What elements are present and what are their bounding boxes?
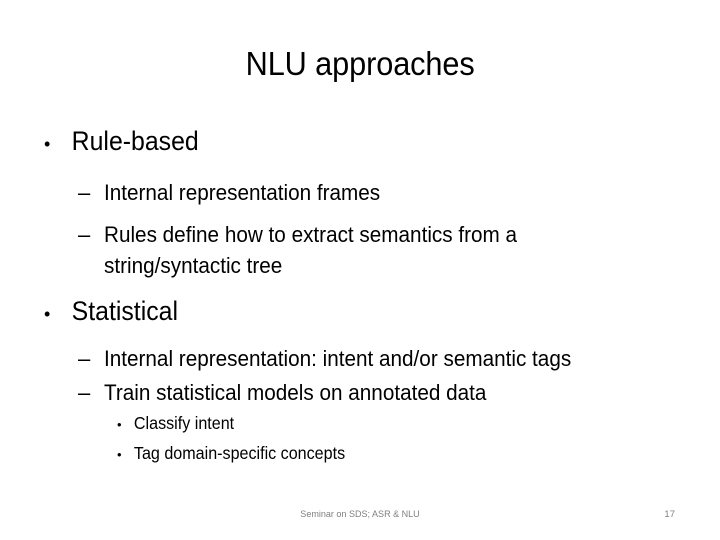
page-title: NLU approaches bbox=[245, 45, 475, 82]
bullet-dot-icon: • bbox=[117, 417, 122, 432]
spacer bbox=[30, 209, 695, 219]
bullet-item-internal-representation-intent: – Internal representation: intent and/or… bbox=[30, 343, 695, 374]
spacer bbox=[30, 282, 695, 294]
spacer bbox=[30, 333, 695, 343]
bullet-label: Rule-based bbox=[71, 126, 199, 156]
bullet-item-rules-define: – Rules define how to extract semantics … bbox=[30, 219, 695, 281]
slide-number: 17 bbox=[664, 509, 675, 520]
bullet-label: Tag domain-specific concepts bbox=[133, 443, 346, 463]
bullet-item-rule-based: • Rule-based bbox=[30, 124, 695, 161]
bullet-label: Classify intent bbox=[133, 413, 235, 433]
footer-text: Seminar on SDS; ASR & NLU bbox=[300, 509, 420, 520]
slide-title-container: NLU approaches bbox=[36, 44, 684, 84]
bullet-dot-icon: • bbox=[44, 134, 51, 154]
bullet-label: Internal representation frames bbox=[104, 180, 381, 205]
bullet-item-train-statistical-models: – Train statistical models on annotated … bbox=[30, 377, 695, 408]
bullet-label: Train statistical models on annotated da… bbox=[104, 380, 487, 405]
bullet-label: Internal representation: intent and/or s… bbox=[104, 346, 572, 371]
bullet-dot-icon: • bbox=[117, 447, 122, 462]
bullet-item-classify-intent: • Classify intent bbox=[30, 409, 695, 439]
bullet-label: Rules define how to extract semantics fr… bbox=[104, 222, 518, 278]
bullet-dash-icon: – bbox=[78, 180, 91, 205]
bullet-dash-icon: – bbox=[78, 346, 91, 371]
bullet-item-tag-domain-specific-concepts: • Tag domain-specific concepts bbox=[30, 439, 695, 469]
bullet-label: Statistical bbox=[71, 296, 178, 326]
bullet-item-internal-representation-frames: – Internal representation frames bbox=[30, 177, 695, 208]
bullet-dot-icon: • bbox=[44, 304, 51, 324]
bullet-dash-icon: – bbox=[78, 222, 91, 247]
spacer bbox=[30, 163, 695, 177]
bullet-item-statistical: • Statistical bbox=[30, 294, 695, 331]
slide-body: • Rule-based – Internal representation f… bbox=[30, 124, 695, 469]
slide-footer: Seminar on SDS; ASR & NLU 17 bbox=[0, 508, 720, 528]
bullet-dash-icon: – bbox=[78, 380, 91, 405]
